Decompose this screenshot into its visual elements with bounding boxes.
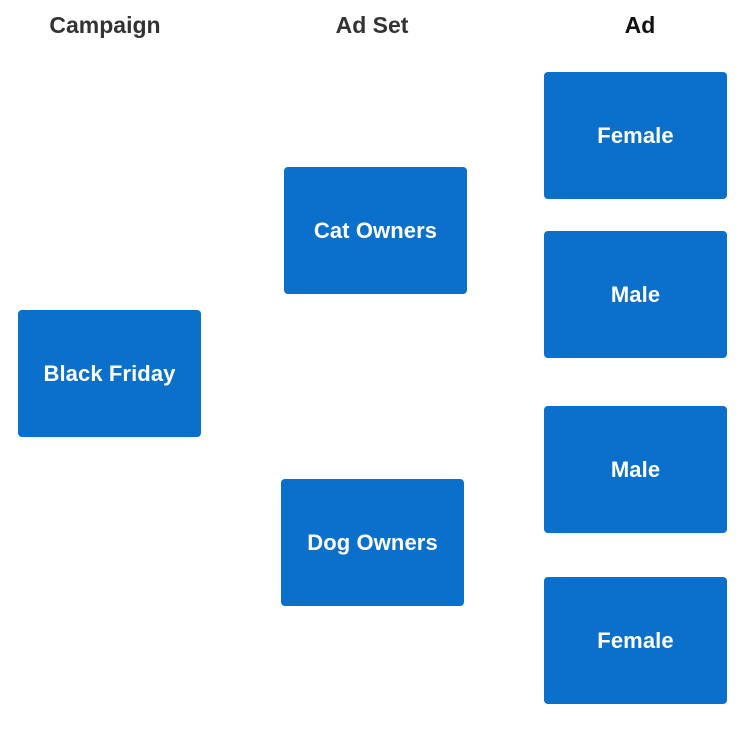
ad-box-female-2: Female: [544, 577, 727, 704]
ad-box-male-2: Male: [544, 406, 727, 533]
header-ad: Ad: [624, 12, 656, 38]
campaign-box: Black Friday: [18, 310, 201, 437]
ad-label: Male: [610, 281, 661, 307]
ad-label: Male: [610, 456, 661, 482]
ad-set-label: Cat Owners: [313, 217, 438, 243]
ad-label: Female: [597, 122, 674, 148]
campaign-label: Black Friday: [43, 360, 176, 386]
header-ad-set: Ad Set: [335, 12, 409, 38]
ad-set-label: Dog Owners: [307, 529, 438, 555]
ad-box-male-1: Male: [544, 231, 727, 358]
ad-label: Female: [597, 627, 674, 653]
ad-box-female-1: Female: [544, 72, 727, 199]
header-campaign: Campaign: [49, 12, 161, 38]
ad-set-box-cat-owners: Cat Owners: [284, 167, 467, 294]
ad-set-box-dog-owners: Dog Owners: [281, 479, 464, 606]
